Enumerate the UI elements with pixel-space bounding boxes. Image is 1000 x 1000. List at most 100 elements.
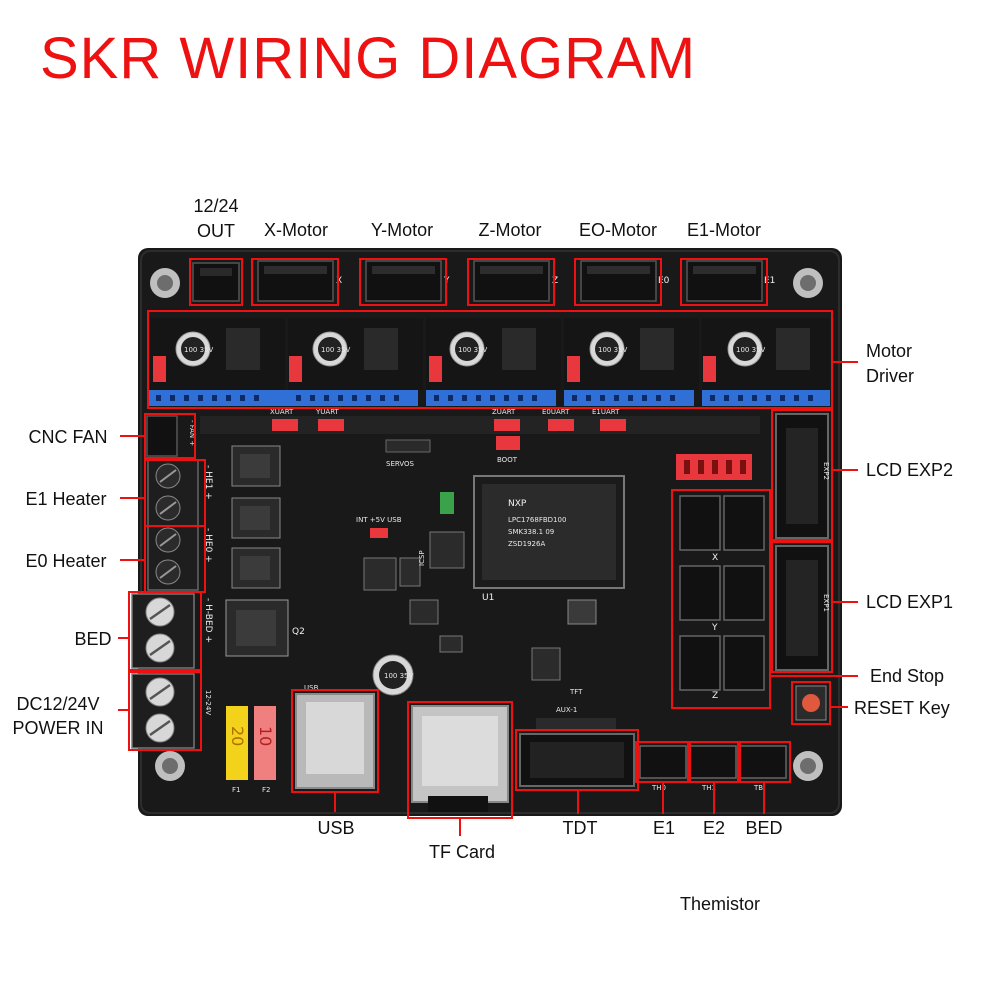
usb-port: USB: [295, 684, 375, 789]
driver-slot-x: 100 35V: [150, 318, 285, 390]
power-label-line1: DC12/24V: [16, 694, 99, 714]
left-labels: CNC FAN E1 Heater E0 Heater BED DC12/24V…: [12, 427, 111, 738]
axis-e0-silk: E0: [658, 276, 670, 286]
driver-slot-y: 100 35V: [288, 318, 423, 390]
tdt-label: TDT: [563, 818, 598, 838]
fuse1-value: 20: [228, 726, 247, 746]
aux-silk: AUX-1: [556, 706, 577, 714]
power-label-line2: POWER IN: [12, 718, 103, 738]
e0-heater-label: E0 Heater: [25, 551, 106, 571]
boot-jumper: [496, 436, 520, 450]
zuart-silk: ZUART: [492, 408, 516, 416]
chip-code: ZSD1926A: [508, 540, 545, 548]
e0-motor-label: EO-Motor: [579, 220, 657, 240]
right-labels: Motor Driver LCD EXP2 LCD EXP1 End Stop …: [854, 341, 953, 718]
fuses: 20 10 F1 F2: [226, 706, 276, 794]
tft-silk: TFT: [569, 688, 583, 696]
mounting-holes: [150, 268, 823, 781]
e1-heater-label: E1 Heater: [25, 489, 106, 509]
motor-driver-label-line2: Driver: [866, 366, 914, 386]
header-pins: [156, 395, 813, 401]
driver-cap-label: 100 35V: [736, 346, 765, 354]
fuse1-ref: F1: [232, 786, 240, 794]
endstop-x-col: X: [712, 553, 718, 563]
top-labels: 12/24 OUT X-Motor Y-Motor Z-Motor EO-Mot…: [193, 196, 761, 241]
endstop-z-col: Z: [712, 691, 718, 701]
endstop-y-col: Y: [711, 623, 718, 633]
uart-jumpers: XUART YUART ZUART E0UART E1UART SERVOS B…: [200, 408, 760, 468]
thermistor-e2-label: E2: [703, 818, 725, 838]
chip-ref: U1: [482, 593, 494, 603]
motor-driver-label-line1: Motor: [866, 341, 912, 361]
e1uart-silk: E1UART: [592, 408, 620, 416]
boot-silk: BOOT: [497, 456, 518, 464]
xuart-silk: XUART: [270, 408, 294, 416]
driver-slots: 100 35V 100 35V 100 35V: [148, 318, 830, 406]
chip-brand: NXP: [508, 499, 527, 509]
fuse2-value: 10: [256, 726, 275, 746]
thb-silk: TB: [753, 784, 763, 792]
axis-x-silk: X: [336, 276, 342, 286]
servos-header: [385, 439, 431, 453]
icsp-silk: ICSP: [418, 550, 426, 566]
lcd-exp1-label: LCD EXP1: [866, 592, 953, 612]
driver-slot-e1: 100 35V: [702, 318, 830, 390]
main-capacitor: 100 35V: [372, 654, 414, 696]
fuse2-ref: F2: [262, 786, 270, 794]
out-label-line2: OUT: [197, 221, 235, 241]
endstop-connectors: X Y Z: [676, 454, 765, 701]
usb-label: USB: [317, 818, 354, 838]
e1-motor-label: E1-Motor: [687, 220, 761, 240]
power-silk: 12-24V: [204, 690, 212, 715]
page-title: SKR WIRING DIAGRAM: [40, 26, 697, 91]
fuse-f1: [226, 706, 248, 780]
driver-cap-label: 100 35V: [184, 346, 213, 354]
axis-z-silk: Z: [552, 276, 558, 286]
chip-part: LPC1768FBD100: [508, 516, 566, 524]
misc-components: ICSP INT +5V USB: [356, 492, 597, 681]
board-pcb-edge: [140, 250, 840, 814]
thermistor-e1-label: E1: [653, 818, 675, 838]
thermistor-connectors: TH0 TH1 TB: [639, 745, 787, 792]
main-cap-label: 100 35V: [384, 672, 413, 680]
reset-key-label: RESET Key: [854, 698, 950, 718]
x-motor-label: X-Motor: [264, 220, 328, 240]
fan-silk: - FAN +: [188, 420, 196, 446]
driver-cap-label: 100 35V: [598, 346, 627, 354]
q2-silk: Q2: [292, 627, 305, 637]
reset-key: [795, 685, 827, 721]
callout-leaders: [118, 361, 858, 836]
top-connectors: X Y Z E0 E1: [192, 260, 775, 302]
yuart-silk: YUART: [315, 408, 340, 416]
thermistor-bed-label: BED: [745, 818, 782, 838]
mcu-chip: NXP LPC1768FBD100 SMK338.1 09 ZSD1926A U…: [473, 475, 625, 603]
tf-card-slot: [411, 705, 509, 812]
tdt-connector: AUX-1 TFT: [519, 688, 635, 787]
cnc-fan-label: CNC FAN: [28, 427, 107, 447]
exp2-silk: EXP2: [822, 462, 830, 480]
out-label-line1: 12/24: [193, 196, 238, 216]
he1-silk: - HE1 +: [203, 465, 213, 500]
driver-slot-z: 100 35V: [426, 318, 561, 390]
end-stop-label: End Stop: [870, 666, 944, 686]
e0uart-silk: E0UART: [542, 408, 570, 416]
exp-headers: EXP2 EXP1: [775, 413, 830, 671]
usb-silk: USB: [304, 684, 319, 692]
driver-slot-e0: 100 35V: [564, 318, 699, 390]
themistor-label: Themistor: [680, 894, 760, 914]
driver-cap-label: 100 35V: [458, 346, 487, 354]
lcd-exp2-label: LCD EXP2: [866, 460, 953, 480]
z-motor-label: Z-Motor: [479, 220, 542, 240]
driver-cap-label: 100 35V: [321, 346, 350, 354]
he0-silk: - HE0 +: [203, 528, 213, 563]
tf-card-label: TF Card: [429, 842, 495, 862]
fuse-f2: [254, 706, 276, 780]
servos-silk: SERVOS: [386, 460, 415, 468]
y-motor-label: Y-Motor: [371, 220, 433, 240]
bed-heater-label: BED: [74, 629, 111, 649]
int-usb-silk: INT +5V USB: [356, 516, 402, 524]
th0-silk: TH0: [651, 784, 666, 792]
bottom-labels: USB TF Card TDT E1 E2 BED Themistor: [317, 818, 782, 914]
th1-silk: TH1: [701, 784, 716, 792]
